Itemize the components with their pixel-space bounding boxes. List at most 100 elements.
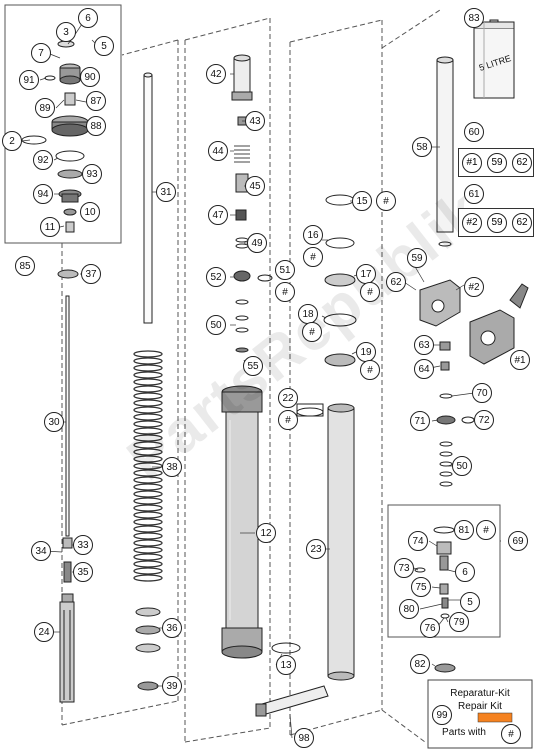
callout-36[interactable]: 36 <box>162 618 182 638</box>
callout-63[interactable]: 63 <box>414 335 434 355</box>
callout-58[interactable]: 58 <box>412 137 432 157</box>
spring-coil <box>133 469 163 477</box>
oil-can <box>473 19 515 99</box>
callout-52[interactable]: 52 <box>206 267 226 287</box>
callout-82[interactable]: 82 <box>410 654 430 674</box>
callout-83[interactable]: 83 <box>464 8 484 28</box>
callout-90[interactable]: 90 <box>80 67 100 87</box>
callout-35[interactable]: 35 <box>73 562 93 582</box>
spring-coil <box>133 476 163 484</box>
callout-50b[interactable]: 50 <box>452 456 472 476</box>
callout-6b[interactable]: 6 <box>455 562 475 582</box>
callout-3[interactable]: 3 <box>56 22 76 42</box>
callout-51-hash[interactable]: # <box>275 282 295 302</box>
kit-60-item[interactable]: 59 <box>487 153 507 173</box>
callout-2[interactable]: 2 <box>2 131 22 151</box>
callout-hash-2[interactable]: #2 <box>464 277 484 297</box>
callout-73[interactable]: 73 <box>394 558 414 578</box>
callout-71[interactable]: 71 <box>410 411 430 431</box>
callout-93[interactable]: 93 <box>82 164 102 184</box>
callout-17-hash[interactable]: # <box>360 282 380 302</box>
kit-61-item[interactable]: #2 <box>462 213 482 233</box>
callout-30[interactable]: 30 <box>44 412 64 432</box>
callout-15[interactable]: 15 <box>352 191 372 211</box>
callout-49[interactable]: 49 <box>247 233 267 253</box>
callout-45[interactable]: 45 <box>245 176 265 196</box>
callout-69[interactable]: 69 <box>508 531 528 551</box>
callout-39[interactable]: 39 <box>162 676 182 696</box>
callout-61[interactable]: 61 <box>464 184 484 204</box>
brand-logo <box>477 712 513 723</box>
callout-24[interactable]: 24 <box>34 622 54 642</box>
callout-59[interactable]: 59 <box>407 248 427 268</box>
callout-12[interactable]: 12 <box>256 523 276 543</box>
spring-coil <box>133 560 163 568</box>
spring-coil <box>133 385 163 393</box>
callout-13[interactable]: 13 <box>276 655 296 675</box>
callout-88[interactable]: 88 <box>86 116 106 136</box>
callout-62[interactable]: 62 <box>386 272 406 292</box>
callout-51[interactable]: 51 <box>275 260 295 280</box>
callout-17[interactable]: 17 <box>356 264 376 284</box>
callout-89[interactable]: 89 <box>35 98 55 118</box>
callout-98[interactable]: 98 <box>294 728 314 748</box>
spring-coil <box>133 574 163 582</box>
callout-22[interactable]: 22 <box>278 388 298 408</box>
callout-11[interactable]: 11 <box>40 217 60 237</box>
repair-kit-hash[interactable]: # <box>501 724 521 744</box>
callout-37[interactable]: 37 <box>81 264 101 284</box>
callout-47[interactable]: 47 <box>208 205 228 225</box>
callout-7[interactable]: 7 <box>31 43 51 63</box>
callout-5b[interactable]: 5 <box>460 592 480 612</box>
callout-18[interactable]: 18 <box>298 304 318 324</box>
callout-34[interactable]: 34 <box>31 541 51 561</box>
callout-81[interactable]: 81 <box>454 520 474 540</box>
callout-50[interactable]: 50 <box>206 315 226 335</box>
callout-72[interactable]: 72 <box>474 410 494 430</box>
kit-61-item[interactable]: 62 <box>512 213 532 233</box>
callout-hash-1[interactable]: #1 <box>510 350 530 370</box>
callout-5[interactable]: 5 <box>94 36 114 56</box>
spring-coil <box>133 490 163 498</box>
repair-kit-box <box>427 679 533 749</box>
kit-61-item[interactable]: 59 <box>487 213 507 233</box>
callout-75[interactable]: 75 <box>411 577 431 597</box>
callout-44[interactable]: 44 <box>208 141 228 161</box>
callout-70[interactable]: 70 <box>472 383 492 403</box>
callout-92[interactable]: 92 <box>33 150 53 170</box>
spring-coil <box>133 357 163 365</box>
callout-43[interactable]: 43 <box>245 111 265 131</box>
callout-38[interactable]: 38 <box>162 457 182 477</box>
callout-60[interactable]: 60 <box>464 122 484 142</box>
callout-42[interactable]: 42 <box>206 64 226 84</box>
callout-79[interactable]: 79 <box>449 612 469 632</box>
callout-55[interactable]: 55 <box>243 356 263 376</box>
kit-60-item[interactable]: #1 <box>462 153 482 173</box>
callout-31[interactable]: 31 <box>156 182 176 202</box>
spring-coil <box>133 406 163 414</box>
callout-6[interactable]: 6 <box>78 8 98 28</box>
callout-18-hash[interactable]: # <box>302 322 322 342</box>
callout-16-hash[interactable]: # <box>303 247 323 267</box>
callout-99[interactable]: 99 <box>432 705 452 725</box>
callout-87[interactable]: 87 <box>86 91 106 111</box>
callout-85[interactable]: 85 <box>15 256 35 276</box>
outer-tube <box>221 385 263 659</box>
callout-22-hash[interactable]: # <box>278 410 298 430</box>
callout-23[interactable]: 23 <box>306 539 326 559</box>
callout-19-hash[interactable]: # <box>360 360 380 380</box>
callout-94[interactable]: 94 <box>33 184 53 204</box>
callout-19[interactable]: 19 <box>356 342 376 362</box>
callout-64[interactable]: 64 <box>414 359 434 379</box>
kit-60-item[interactable]: 62 <box>512 153 532 173</box>
callout-16[interactable]: 16 <box>303 225 323 245</box>
callout-15-hash[interactable]: # <box>376 191 396 211</box>
callout-10[interactable]: 10 <box>80 202 100 222</box>
callout-81-hash[interactable]: # <box>476 520 496 540</box>
callout-76[interactable]: 76 <box>420 618 440 638</box>
callout-91[interactable]: 91 <box>19 70 39 90</box>
callout-74[interactable]: 74 <box>408 531 428 551</box>
callout-80[interactable]: 80 <box>399 599 419 619</box>
callout-33[interactable]: 33 <box>73 535 93 555</box>
